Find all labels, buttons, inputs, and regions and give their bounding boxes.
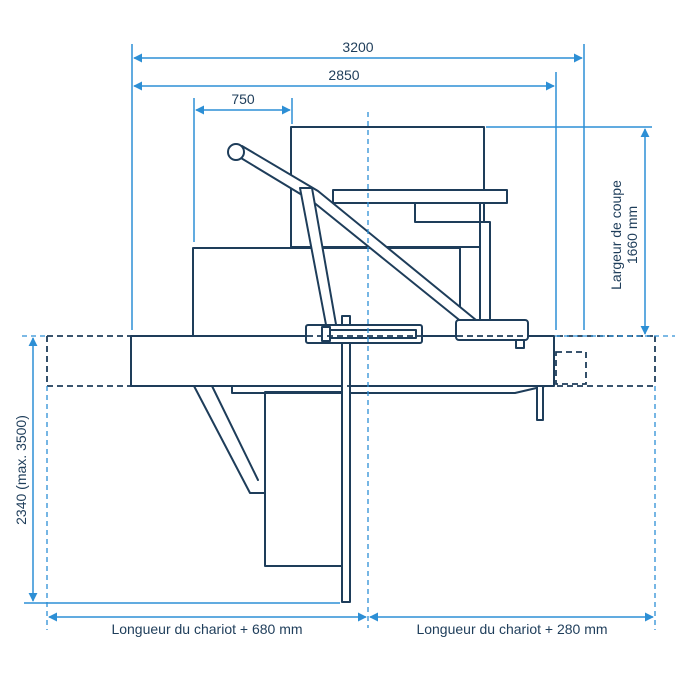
machine-drawing xyxy=(130,126,587,603)
upper-panel xyxy=(290,126,485,248)
extension-lines xyxy=(22,44,675,630)
support-arm xyxy=(193,385,266,494)
footprint-outline xyxy=(46,335,656,387)
dim-carriage-left-label: Longueur du chariot + 680 mm xyxy=(111,621,302,637)
support-arm-inner xyxy=(211,385,259,481)
fence-knob xyxy=(227,143,245,161)
dim-depth-label: 2340 (max. 3500) xyxy=(13,415,29,525)
lower-frame xyxy=(264,391,346,567)
dim-2850-label: 2850 xyxy=(328,67,359,83)
fence-clamp xyxy=(455,319,529,341)
side-extension xyxy=(555,351,587,385)
dim-cut-width-label-1: Largeur de coupe xyxy=(608,180,624,290)
dim-carriage-right-label: Longueur du chariot + 280 mm xyxy=(416,621,607,637)
carriage-rail xyxy=(341,315,351,603)
clamp-screw xyxy=(515,339,525,349)
leg-right xyxy=(536,385,544,421)
cabinet-edge xyxy=(231,385,546,394)
dimension-lines xyxy=(28,53,654,622)
rip-fence xyxy=(332,189,508,326)
scale-stop xyxy=(321,326,331,342)
dim-3200-label: 3200 xyxy=(342,39,373,55)
dimension-labels: 3200 2850 750 Largeur de coupe 1660 mm 2… xyxy=(13,39,640,637)
dim-750-label: 750 xyxy=(231,91,255,107)
dim-cut-width-label-2: 1660 mm xyxy=(624,206,640,264)
